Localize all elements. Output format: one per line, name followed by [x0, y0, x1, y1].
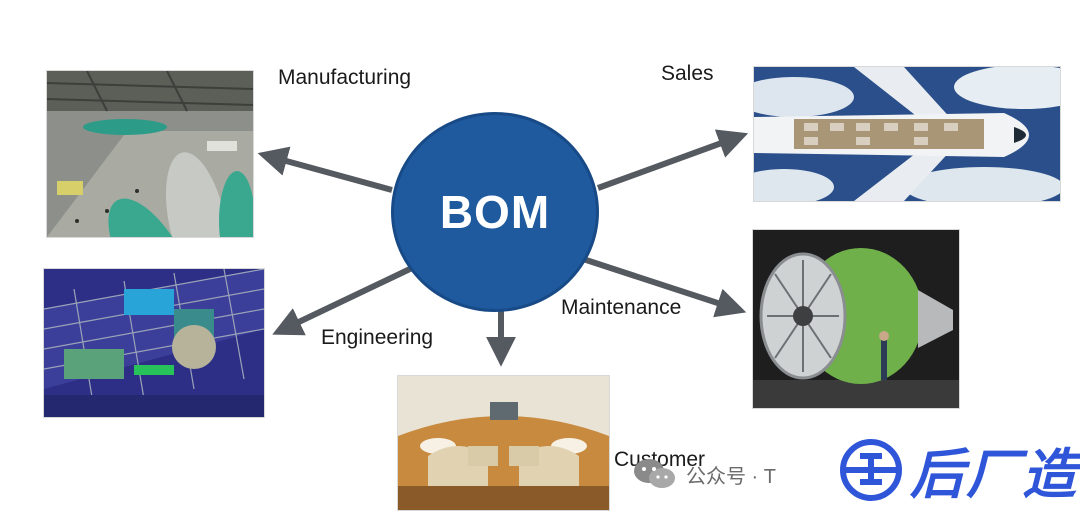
maintenance-image: [752, 229, 960, 409]
brand-logo: 后厂造: [838, 430, 1078, 509]
arrow-to-sales: [596, 129, 749, 191]
sales-image: [753, 66, 1061, 202]
arrow-to-manufacturing: [257, 146, 393, 193]
engineering-image: [43, 268, 265, 418]
maintenance-label: Maintenance: [561, 296, 682, 319]
brand-logo-icon: [840, 438, 902, 501]
wechat-icon: [634, 459, 675, 488]
sales-label: Sales: [661, 62, 714, 85]
manufacturing-label: Manufacturing: [278, 66, 412, 89]
customer-image: [397, 375, 610, 511]
watermark: 公众号 · T: [632, 452, 776, 496]
brand-text: 后厂造: [910, 445, 1078, 505]
bom-hub: BOM: [391, 112, 599, 312]
watermark-text: 公众号 · T: [686, 465, 776, 488]
arrow-to-engineering: [272, 265, 414, 336]
arrow-to-maintenance: [579, 255, 747, 318]
engineering-label: Engineering: [321, 326, 434, 349]
bom-hub-label: BOM: [439, 186, 551, 238]
manufacturing-image: [46, 70, 254, 238]
